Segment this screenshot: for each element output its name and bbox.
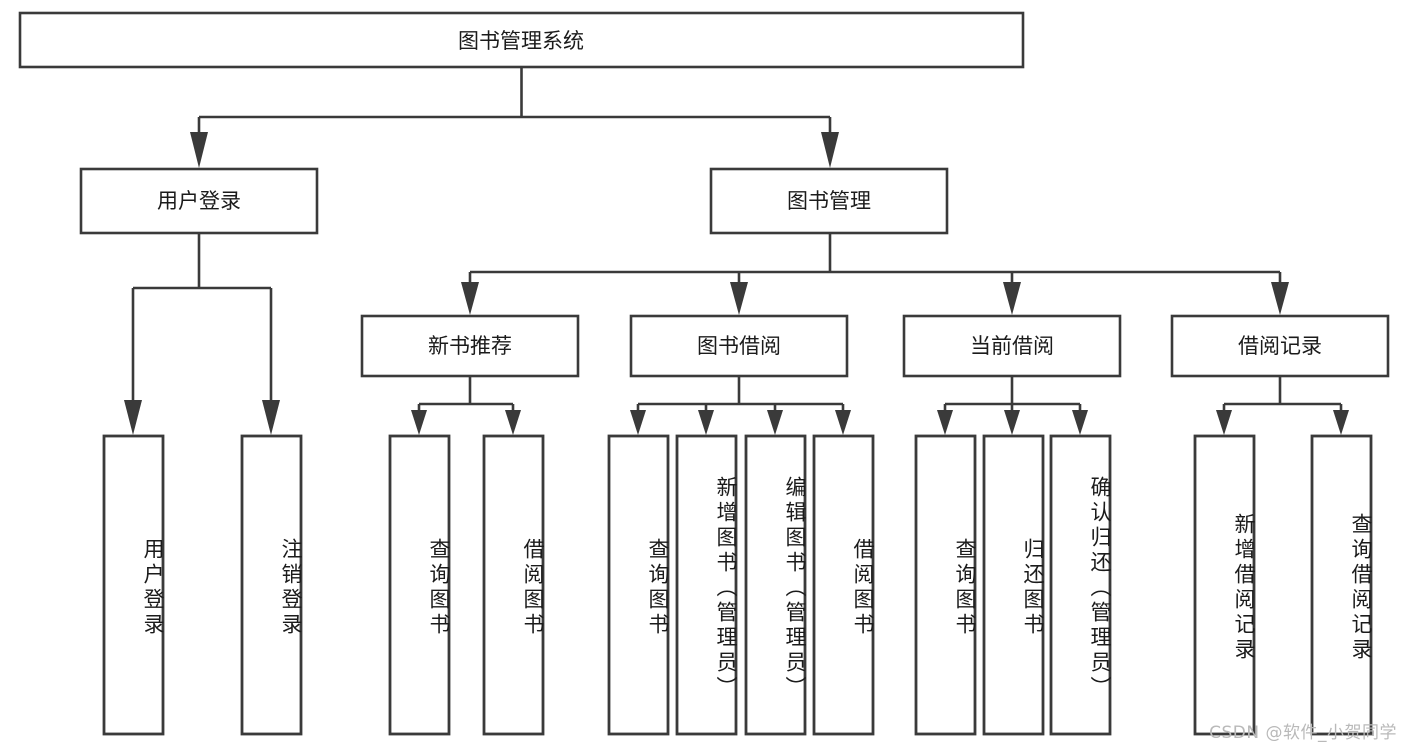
leaf-user-login-box[interactable] bbox=[102, 434, 165, 736]
leaf-user-login-label: 用户登录 bbox=[141, 538, 165, 638]
arrow-head-leaf-query-book-1 bbox=[411, 410, 427, 435]
leaf-query-book-2-label: 查询图书 bbox=[646, 538, 670, 638]
node-book-borrow[interactable]: 图书借阅 bbox=[629, 314, 849, 378]
leaf-query-record-label: 查询借阅记录 bbox=[1349, 513, 1373, 663]
node-leaf-user-logout[interactable]: 注销登录 bbox=[240, 434, 303, 736]
arrow-head-leaf-user-login bbox=[124, 400, 142, 435]
node-borrow-record[interactable]: 借阅记录 bbox=[1170, 314, 1390, 378]
arrow-head-current-borrow bbox=[1003, 282, 1021, 315]
node-leaf-user-login[interactable]: 用户登录 bbox=[102, 434, 165, 736]
arrow-head-leaf-edit-book bbox=[767, 410, 783, 435]
leaf-return-book-box[interactable] bbox=[982, 434, 1045, 736]
arrow-head-book-manage bbox=[821, 132, 839, 168]
leaf-borrow-book-1-box[interactable] bbox=[482, 434, 545, 736]
leaf-confirm-return-label: 确认归还（管理员） bbox=[1088, 475, 1112, 701]
arrow-head-leaf-query-book-3 bbox=[937, 410, 953, 435]
arrow-head-borrow-record bbox=[1271, 282, 1289, 315]
node-user-login[interactable]: 用户登录 bbox=[79, 167, 319, 235]
arrow-head-leaf-user-logout bbox=[262, 400, 280, 435]
node-leaf-confirm-return[interactable]: 确认归还（管理员） bbox=[1049, 434, 1112, 736]
book-borrow-box[interactable] bbox=[629, 314, 849, 378]
leaf-query-book-1-label: 查询图书 bbox=[427, 538, 451, 638]
node-leaf-borrow-book-2[interactable]: 借阅图书 bbox=[812, 434, 875, 736]
leaf-confirm-return-box[interactable] bbox=[1049, 434, 1112, 736]
leaf-user-logout-label: 注销登录 bbox=[279, 538, 303, 638]
arrow-head-leaf-query-record bbox=[1333, 410, 1349, 435]
leaf-add-record-label: 新增借阅记录 bbox=[1232, 513, 1256, 663]
arrow-head-leaf-query-book-2 bbox=[630, 410, 646, 435]
leaf-query-book-2-box[interactable] bbox=[607, 434, 670, 736]
root-box[interactable] bbox=[18, 11, 1025, 69]
arrow-head-leaf-borrow-book-1 bbox=[505, 410, 521, 435]
node-leaf-return-book[interactable]: 归还图书 bbox=[982, 434, 1045, 736]
leaf-edit-book-label: 编辑图书（管理员） bbox=[783, 475, 807, 701]
borrow-record-box[interactable] bbox=[1170, 314, 1390, 378]
arrow-head-leaf-confirm-return bbox=[1072, 410, 1088, 435]
node-new-book-recommend[interactable]: 新书推荐 bbox=[360, 314, 580, 378]
leaf-query-book-3-label: 查询图书 bbox=[953, 538, 977, 638]
node-leaf-edit-book[interactable]: 编辑图书（管理员） bbox=[744, 434, 807, 736]
borrow-record-label: 借阅记录 bbox=[1238, 334, 1322, 358]
leaf-borrow-book-1-label: 借阅图书 bbox=[521, 538, 545, 638]
connector-layer bbox=[124, 67, 1349, 435]
node-leaf-add-book[interactable]: 新增图书（管理员） bbox=[675, 434, 738, 736]
new-book-recommend-label: 新书推荐 bbox=[428, 334, 512, 358]
leaf-add-book-label: 新增图书（管理员） bbox=[714, 475, 738, 701]
current-borrow-label: 当前借阅 bbox=[970, 334, 1054, 358]
node-leaf-query-book-3[interactable]: 查询图书 bbox=[914, 434, 977, 736]
node-current-borrow[interactable]: 当前借阅 bbox=[902, 314, 1122, 378]
user-login-box[interactable] bbox=[79, 167, 319, 235]
leaf-user-logout-box[interactable] bbox=[240, 434, 303, 736]
arrow-head-user-login bbox=[190, 132, 208, 168]
leaf-query-record-box[interactable] bbox=[1310, 434, 1373, 736]
user-login-label: 用户登录 bbox=[157, 189, 241, 213]
arrow-head-leaf-borrow-book-2 bbox=[835, 410, 851, 435]
leaf-add-book-box[interactable] bbox=[675, 434, 738, 736]
node-leaf-borrow-book-1[interactable]: 借阅图书 bbox=[482, 434, 545, 736]
node-leaf-query-record[interactable]: 查询借阅记录 bbox=[1310, 434, 1373, 736]
arrow-head-book-borrow bbox=[730, 282, 748, 315]
leaf-query-book-1-box[interactable] bbox=[388, 434, 451, 736]
current-borrow-box[interactable] bbox=[902, 314, 1122, 378]
leaf-return-book-label: 归还图书 bbox=[1021, 538, 1045, 638]
node-root[interactable]: 图书管理系统 bbox=[18, 11, 1025, 69]
new-book-recommend-box[interactable] bbox=[360, 314, 580, 378]
book-manage-label: 图书管理 bbox=[787, 189, 871, 213]
node-leaf-add-record[interactable]: 新增借阅记录 bbox=[1193, 434, 1256, 736]
leaf-borrow-book-2-label: 借阅图书 bbox=[851, 538, 875, 638]
book-manage-box[interactable] bbox=[709, 167, 949, 235]
leaf-borrow-book-2-box[interactable] bbox=[812, 434, 875, 736]
node-leaf-query-book-2[interactable]: 查询图书 bbox=[607, 434, 670, 736]
node-book-manage[interactable]: 图书管理 bbox=[709, 167, 949, 235]
arrow-head-new-book-recommend bbox=[461, 282, 479, 315]
book-borrow-label: 图书借阅 bbox=[697, 334, 781, 358]
arrow-head-leaf-add-book bbox=[698, 410, 714, 435]
arrow-head-leaf-return-book bbox=[1004, 410, 1020, 435]
leaf-add-record-box[interactable] bbox=[1193, 434, 1256, 736]
arrow-head-leaf-add-record bbox=[1216, 410, 1232, 435]
root-label: 图书管理系统 bbox=[458, 29, 584, 53]
leaf-edit-book-box[interactable] bbox=[744, 434, 807, 736]
node-leaf-query-book-1[interactable]: 查询图书 bbox=[388, 434, 451, 736]
leaf-query-book-3-box[interactable] bbox=[914, 434, 977, 736]
